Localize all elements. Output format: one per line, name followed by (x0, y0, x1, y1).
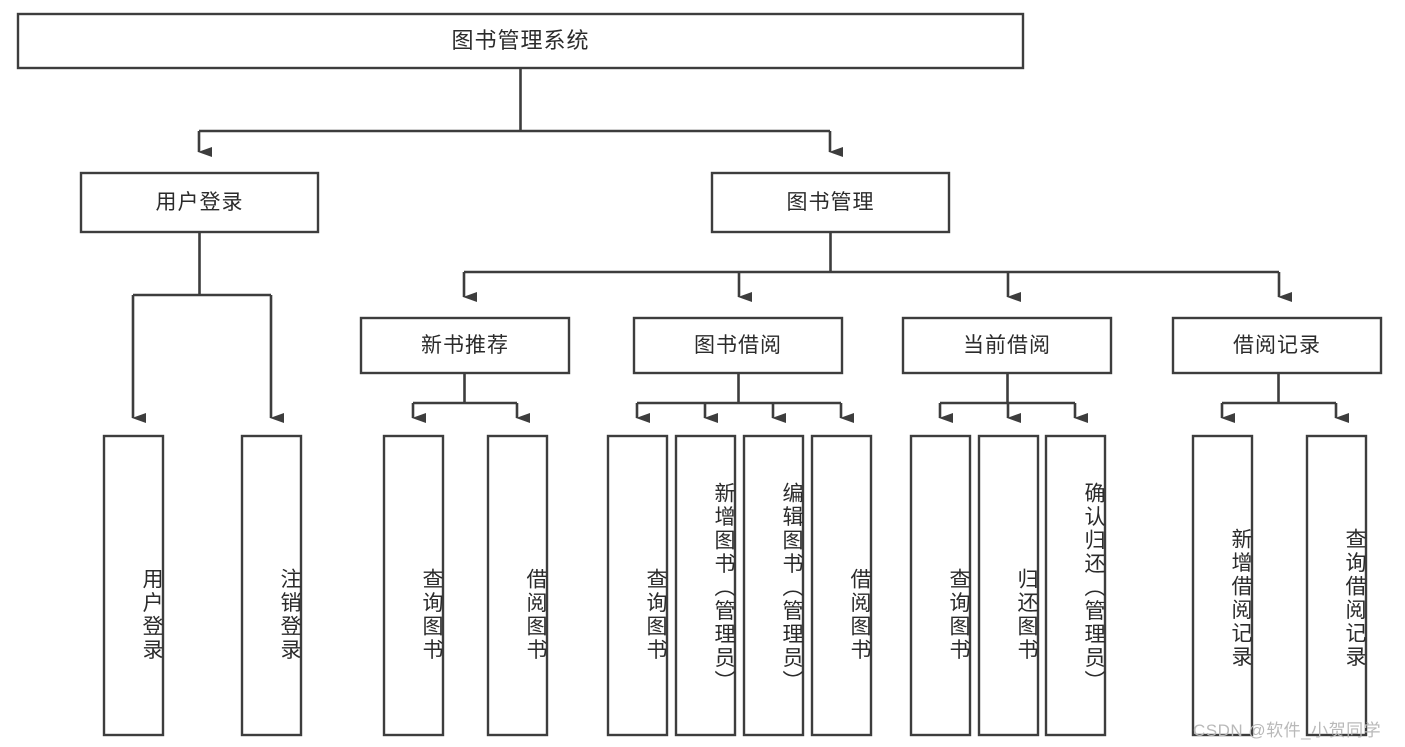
node-box-leaf-query-borrow-record[interactable] (1305, 434, 1368, 737)
node-box-current-borrow[interactable] (901, 316, 1113, 375)
node-box-root[interactable] (16, 12, 1025, 70)
node-box-leaf-query-book-3[interactable] (909, 434, 972, 737)
node-box-book-management[interactable] (710, 171, 951, 234)
node-box-leaf-confirm-return-admin[interactable] (1044, 434, 1107, 737)
node-box-user-login[interactable] (79, 171, 320, 234)
node-box-leaf-user-login[interactable] (102, 434, 165, 737)
node-box-new-book-recommend[interactable] (359, 316, 571, 375)
node-box-leaf-query-book-1[interactable] (382, 434, 445, 737)
node-box-leaf-logout-login[interactable] (240, 434, 303, 737)
node-box-leaf-add-borrow-record[interactable] (1191, 434, 1254, 737)
node-box-leaf-add-book-admin[interactable] (674, 434, 737, 737)
node-box-borrow-record[interactable] (1171, 316, 1383, 375)
node-box-leaf-borrow-book-1[interactable] (486, 434, 549, 737)
node-box-leaf-edit-book-admin[interactable] (742, 434, 805, 737)
node-box-leaf-query-book-2[interactable] (606, 434, 669, 737)
node-box-leaf-return-book[interactable] (977, 434, 1040, 737)
node-box-leaf-borrow-book-2[interactable] (810, 434, 873, 737)
node-box-book-borrow[interactable] (632, 316, 844, 375)
